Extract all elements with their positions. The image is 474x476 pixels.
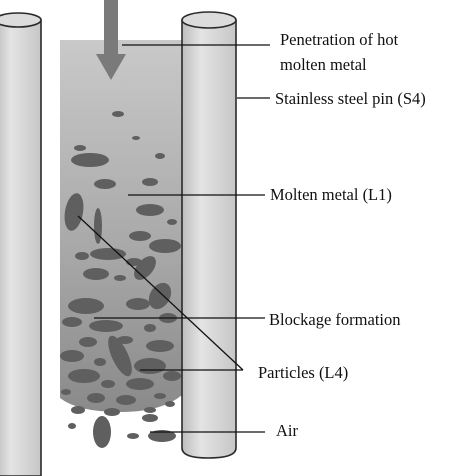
left-pin xyxy=(0,12,42,476)
particle xyxy=(154,393,166,399)
leader-lines xyxy=(77,44,270,433)
molten-metal-column xyxy=(60,40,182,412)
particle xyxy=(68,423,76,429)
particle xyxy=(94,358,106,366)
particle xyxy=(148,282,172,310)
particle xyxy=(149,239,181,253)
particle xyxy=(75,252,89,260)
particle xyxy=(61,389,71,395)
particle xyxy=(108,335,132,377)
particle xyxy=(79,337,97,347)
particle xyxy=(146,340,174,352)
particle xyxy=(126,378,154,390)
label-blockage-formation: Blockage formation xyxy=(269,310,401,329)
particle xyxy=(134,358,166,374)
particle xyxy=(144,324,156,332)
particle xyxy=(104,408,120,416)
particle xyxy=(94,179,116,189)
particle xyxy=(142,178,158,186)
particle xyxy=(112,111,124,117)
particle xyxy=(83,268,109,280)
particle xyxy=(68,298,104,314)
label-penetration-line2: molten metal xyxy=(280,55,367,74)
label-particles: Particles (L4) xyxy=(258,363,348,382)
particle xyxy=(93,416,111,448)
label-air: Air xyxy=(276,421,299,440)
particle xyxy=(68,369,100,383)
particle xyxy=(64,193,84,231)
label-stainless-steel-pin: Stainless steel pin (S4) xyxy=(275,89,426,108)
particle xyxy=(87,393,105,403)
label-molten-metal: Molten metal (L1) xyxy=(270,185,392,204)
label-penetration-line1: Penetration of hot xyxy=(280,30,399,49)
particle xyxy=(136,204,164,216)
particle xyxy=(114,275,126,281)
particle xyxy=(60,350,84,362)
particle xyxy=(144,407,156,413)
particle xyxy=(163,371,181,381)
particle xyxy=(165,401,175,407)
particle xyxy=(167,219,177,225)
particle xyxy=(74,145,86,151)
particle xyxy=(132,136,140,140)
particle xyxy=(89,320,123,332)
particle xyxy=(129,231,151,241)
particle xyxy=(155,153,165,159)
particle xyxy=(90,248,126,260)
particle xyxy=(127,433,139,439)
down-arrow-icon xyxy=(96,0,126,80)
particle xyxy=(94,208,102,244)
particle xyxy=(71,406,85,414)
particle xyxy=(148,430,176,442)
particle xyxy=(142,414,158,422)
particle xyxy=(126,298,150,310)
particle xyxy=(117,336,133,344)
particle xyxy=(71,153,109,167)
particle xyxy=(62,317,82,327)
particle xyxy=(101,380,115,388)
right-pin xyxy=(181,11,237,459)
particle xyxy=(116,395,136,405)
